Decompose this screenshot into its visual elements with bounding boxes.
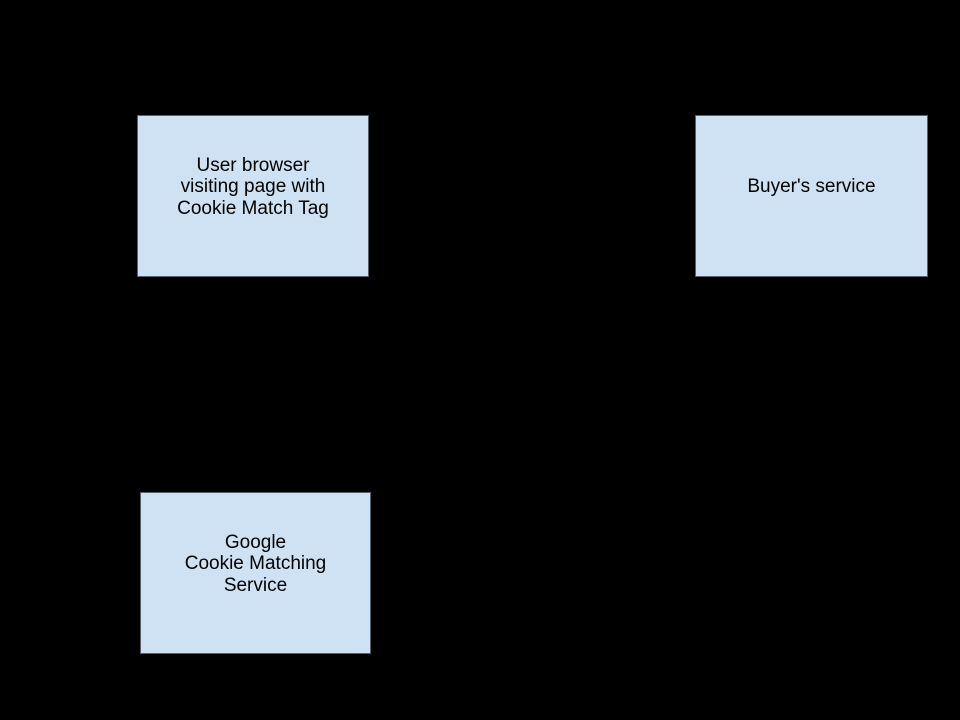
node-google-cms-label: Google Cookie Matching Service [185, 532, 327, 597]
label-line: User browser [196, 154, 310, 176]
label-line: visiting page with [180, 176, 326, 198]
node-buyers-service-label: Buyer's service [747, 176, 875, 198]
label-line: Cookie Match Tag [177, 197, 329, 219]
label-line: Cookie Matching [184, 553, 327, 575]
node-user-browser: User browser visiting page with Cookie M… [137, 115, 369, 277]
label-line: Buyer's service [747, 176, 876, 198]
label-line: Service [223, 574, 288, 596]
label-line: Google [224, 531, 287, 553]
node-user-browser-label: User browser visiting page with Cookie M… [177, 155, 329, 220]
node-buyers-service: Buyer's service [695, 115, 928, 277]
node-google-cookie-matching-service: Google Cookie Matching Service [140, 492, 371, 654]
